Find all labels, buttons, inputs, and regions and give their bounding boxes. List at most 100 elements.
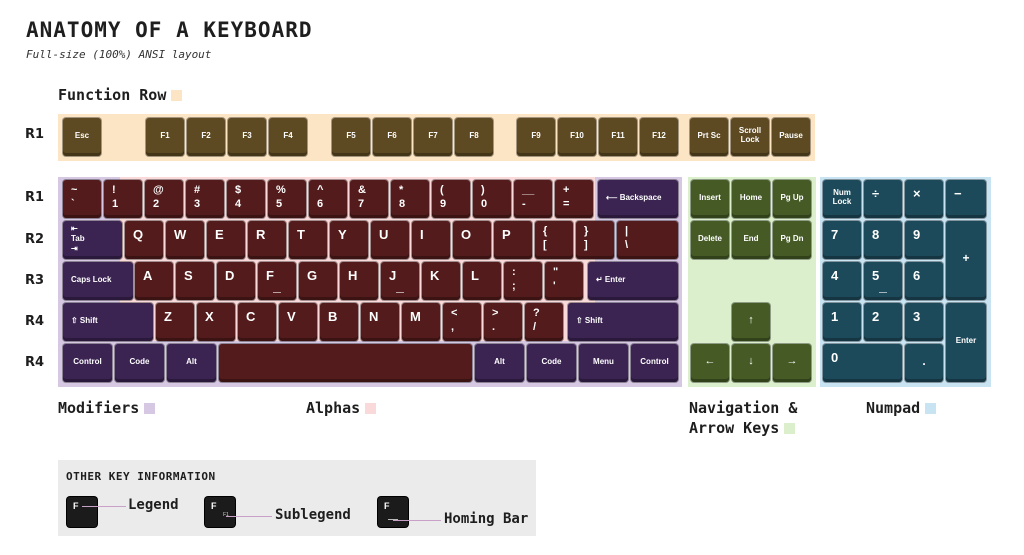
- key-m[interactable]: M: [402, 303, 440, 341]
- key-right-bracket[interactable]: }]: [576, 221, 614, 259]
- key-f2[interactable]: F2: [187, 118, 225, 156]
- key-numpad-1[interactable]: 1: [823, 303, 861, 341]
- key-2[interactable]: @2: [145, 180, 183, 218]
- key-numpad-2[interactable]: 2: [864, 303, 902, 341]
- key-f12[interactable]: F12: [640, 118, 678, 156]
- key-page-down[interactable]: Pg Dn: [773, 221, 811, 259]
- key-numpad-6[interactable]: 6: [905, 262, 943, 300]
- key-y[interactable]: Y: [330, 221, 368, 259]
- key-comma[interactable]: <,: [443, 303, 481, 341]
- key-tilde[interactable]: ~`: [63, 180, 101, 218]
- key-t[interactable]: T: [289, 221, 327, 259]
- key-spacebar[interactable]: [219, 344, 472, 382]
- key-numpad-multiply[interactable]: ×: [905, 180, 943, 218]
- key-left-code[interactable]: Code: [115, 344, 164, 382]
- key-enter[interactable]: ↵ Enter: [588, 262, 678, 300]
- key-quote[interactable]: "': [545, 262, 583, 300]
- key-e[interactable]: E: [207, 221, 245, 259]
- key-f6[interactable]: F6: [373, 118, 411, 156]
- key-6[interactable]: ^6: [309, 180, 347, 218]
- key-g[interactable]: G: [299, 262, 337, 300]
- key-arrow-right[interactable]: →: [773, 344, 811, 382]
- key-numpad-decimal[interactable]: .: [905, 344, 943, 382]
- key-4[interactable]: $4: [227, 180, 265, 218]
- key-q[interactable]: Q: [125, 221, 163, 259]
- key-f9[interactable]: F9: [517, 118, 555, 156]
- key-f8[interactable]: F8: [455, 118, 493, 156]
- key-j[interactable]: J: [381, 262, 419, 300]
- key-semicolon[interactable]: :;: [504, 262, 542, 300]
- key-a[interactable]: A: [135, 262, 173, 300]
- key-0[interactable]: )0: [473, 180, 511, 218]
- key-equals[interactable]: +=: [555, 180, 593, 218]
- key-s[interactable]: S: [176, 262, 214, 300]
- key-f3[interactable]: F3: [228, 118, 266, 156]
- key-period[interactable]: >.: [484, 303, 522, 341]
- key-backslash[interactable]: |\: [617, 221, 678, 259]
- key-right-alt[interactable]: Alt: [475, 344, 524, 382]
- key-page-up[interactable]: Pg Up: [773, 180, 811, 218]
- key-9[interactable]: (9: [432, 180, 470, 218]
- key-b[interactable]: B: [320, 303, 358, 341]
- key-home[interactable]: Home: [732, 180, 770, 218]
- key-delete[interactable]: Delete: [691, 221, 729, 259]
- key-numpad-3[interactable]: 3: [905, 303, 943, 341]
- key-tab[interactable]: ⇤Tab⇥: [63, 221, 122, 259]
- key-p[interactable]: P: [494, 221, 532, 259]
- key-r[interactable]: R: [248, 221, 286, 259]
- key-l[interactable]: L: [463, 262, 501, 300]
- key-w[interactable]: W: [166, 221, 204, 259]
- key-7[interactable]: &7: [350, 180, 388, 218]
- key-left-control[interactable]: Control: [63, 344, 112, 382]
- key-d[interactable]: D: [217, 262, 255, 300]
- key-1[interactable]: !1: [104, 180, 142, 218]
- key-f4[interactable]: F4: [269, 118, 307, 156]
- key-pause[interactable]: Pause: [772, 118, 810, 156]
- key-o[interactable]: O: [453, 221, 491, 259]
- key-numpad-7[interactable]: 7: [823, 221, 861, 259]
- key-u[interactable]: U: [371, 221, 409, 259]
- key-numpad-plus[interactable]: +: [946, 221, 986, 300]
- key-numpad-4[interactable]: 4: [823, 262, 861, 300]
- key-right-shift[interactable]: ⇧ Shift: [568, 303, 678, 341]
- key-numpad-minus[interactable]: −: [946, 180, 986, 218]
- key-8[interactable]: *8: [391, 180, 429, 218]
- key-prtsc[interactable]: Prt Sc: [690, 118, 728, 156]
- key-arrow-down[interactable]: ↓: [732, 344, 770, 382]
- key-v[interactable]: V: [279, 303, 317, 341]
- key-f11[interactable]: F11: [599, 118, 637, 156]
- key-c[interactable]: C: [238, 303, 276, 341]
- key-end[interactable]: End: [732, 221, 770, 259]
- key-numpad-divide[interactable]: ÷: [864, 180, 902, 218]
- key-h[interactable]: H: [340, 262, 378, 300]
- key-f1[interactable]: F1: [146, 118, 184, 156]
- key-arrow-up[interactable]: ↑: [732, 303, 770, 341]
- key-f7[interactable]: F7: [414, 118, 452, 156]
- key-5[interactable]: %5: [268, 180, 306, 218]
- key-numpad-0[interactable]: 0: [823, 344, 902, 382]
- key-f[interactable]: F: [258, 262, 296, 300]
- key-right-control[interactable]: Control: [631, 344, 678, 382]
- key-f5[interactable]: F5: [332, 118, 370, 156]
- key-caps-lock[interactable]: Caps Lock: [63, 262, 133, 300]
- key-right-code[interactable]: Code: [527, 344, 576, 382]
- key-insert[interactable]: Insert: [691, 180, 729, 218]
- key-f10[interactable]: F10: [558, 118, 596, 156]
- key-menu[interactable]: Menu: [579, 344, 628, 382]
- key-left-bracket[interactable]: {[: [535, 221, 573, 259]
- key-backspace[interactable]: ⟵ Backspace: [598, 180, 678, 218]
- key-n[interactable]: N: [361, 303, 399, 341]
- key-left-alt[interactable]: Alt: [167, 344, 216, 382]
- key-numpad-enter[interactable]: Enter: [946, 303, 986, 382]
- key-k[interactable]: K: [422, 262, 460, 300]
- key-i[interactable]: I: [412, 221, 450, 259]
- key-arrow-left[interactable]: ←: [691, 344, 729, 382]
- key-left-shift[interactable]: ⇧ Shift: [63, 303, 153, 341]
- key-numpad-5[interactable]: 5: [864, 262, 902, 300]
- key-3[interactable]: #3: [186, 180, 224, 218]
- key-numpad-8[interactable]: 8: [864, 221, 902, 259]
- key-z[interactable]: Z: [156, 303, 194, 341]
- key-numpad-9[interactable]: 9: [905, 221, 943, 259]
